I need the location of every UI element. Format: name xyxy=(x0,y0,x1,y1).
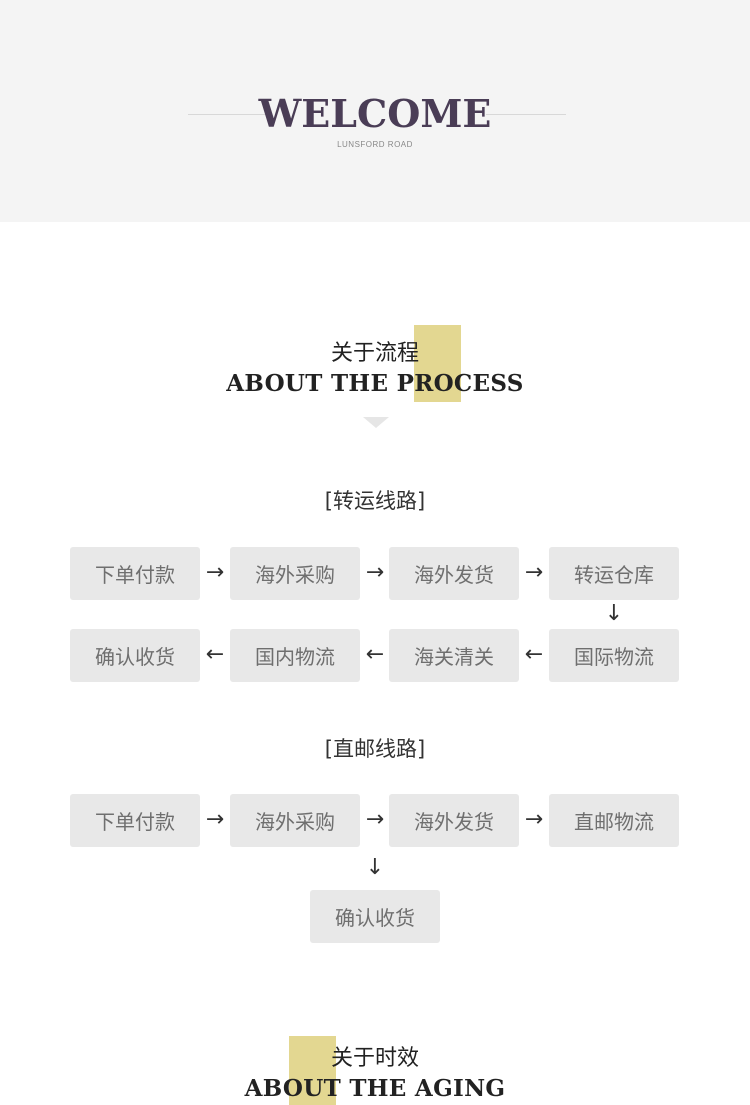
arrow-down-icon: ↓ xyxy=(604,601,624,626)
aging-heading-cn: 关于时效 xyxy=(330,1046,419,1071)
arrow-right-icon: → xyxy=(205,807,225,832)
step-customs-clearance: 海关清关 xyxy=(389,629,519,682)
welcome-subtitle: LUNSFORD ROAD xyxy=(337,140,413,149)
aging-heading-en: ABOUT THE AGING xyxy=(244,1075,506,1102)
step-overseas-purchase: 海外采购 xyxy=(230,794,360,847)
section-pointer-icon xyxy=(363,417,389,428)
arrow-down-icon: ↓ xyxy=(365,855,385,880)
transfer-route-title: [转运线路] xyxy=(324,489,426,513)
title-divider-left xyxy=(188,114,268,115)
arrow-right-icon: → xyxy=(365,560,385,585)
arrow-right-icon: → xyxy=(524,807,544,832)
direct-route-title: [直邮线路] xyxy=(324,737,426,761)
arrow-right-icon: → xyxy=(365,807,385,832)
arrow-left-icon: ← xyxy=(365,642,385,667)
title-divider-right xyxy=(486,114,566,115)
step-overseas-shipping: 海外发货 xyxy=(389,794,519,847)
arrow-right-icon: → xyxy=(524,560,544,585)
step-confirm-receipt: 确认收货 xyxy=(70,629,200,682)
step-international-logistics: 国际物流 xyxy=(549,629,679,682)
step-place-order: 下单付款 xyxy=(70,794,200,847)
welcome-title: WELCOME xyxy=(258,91,492,136)
step-place-order: 下单付款 xyxy=(70,547,200,600)
step-domestic-logistics: 国内物流 xyxy=(230,629,360,682)
welcome-banner: WELCOME LUNSFORD ROAD xyxy=(0,0,750,222)
step-direct-logistics: 直邮物流 xyxy=(549,794,679,847)
step-overseas-shipping: 海外发货 xyxy=(389,547,519,600)
arrow-left-icon: ← xyxy=(205,642,225,667)
process-heading-accent xyxy=(414,325,461,402)
step-overseas-purchase: 海外采购 xyxy=(230,547,360,600)
arrow-right-icon: → xyxy=(205,560,225,585)
process-heading-en: ABOUT THE PROCESS xyxy=(226,370,524,397)
aging-heading-accent xyxy=(289,1036,336,1105)
step-transfer-warehouse: 转运仓库 xyxy=(549,547,679,600)
step-confirm-receipt: 确认收货 xyxy=(310,890,440,943)
arrow-left-icon: ← xyxy=(524,642,544,667)
process-heading-cn: 关于流程 xyxy=(330,341,419,366)
